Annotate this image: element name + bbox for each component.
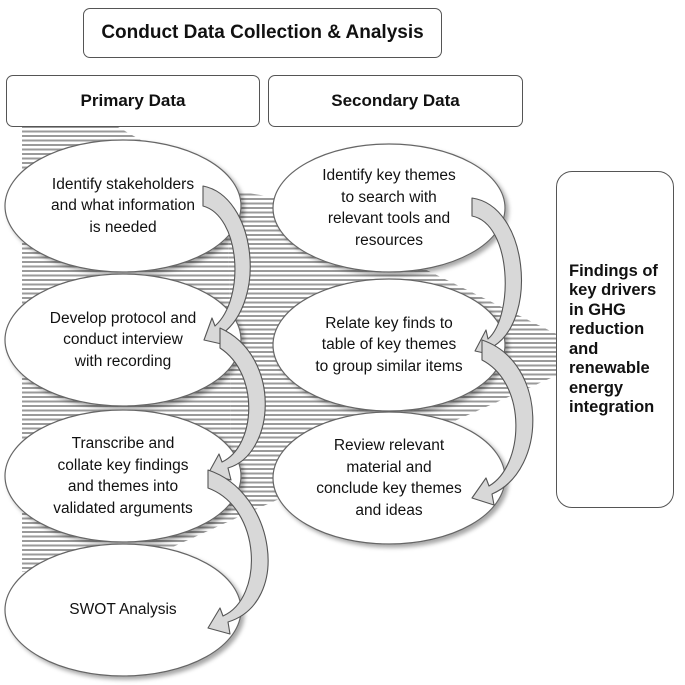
primary-step-2-label: Develop protocol and conduct interview w… — [49, 309, 197, 370]
secondary-data-header: Secondary Data — [268, 75, 523, 127]
primary-step-3-shape — [4, 409, 242, 543]
secondary-step-1: Identify key themes to search with relev… — [284, 154, 494, 262]
primary-step-3: Transcribe and collate key findings and … — [18, 422, 228, 530]
primary-step-1-label: Identify stakeholders and what informati… — [51, 175, 195, 236]
secondary-step-1-label: Identify key themes to search with relev… — [322, 167, 456, 249]
primary-step-3-label: Transcribe and collate key findings and … — [53, 435, 193, 517]
primary-step-2: Develop protocol and conduct interview w… — [18, 286, 228, 394]
secondary-step-2: Relate key finds to table of key themes … — [284, 291, 494, 399]
primary-step-4-label: SWOT Analysis — [69, 601, 177, 619]
arrow-secondary-2-to-3 — [471, 339, 534, 506]
page-title: Conduct Data Collection & Analysis — [83, 8, 442, 58]
primary-step-1-shape — [4, 139, 242, 273]
arrow-primary-1-to-2 — [202, 185, 251, 346]
secondary-step-3-label: Review relevant material and conclude ke… — [316, 437, 462, 519]
arrow-primary-3-to-4 — [207, 469, 269, 635]
primary-data-header: Primary Data — [6, 75, 260, 127]
secondary-step-3: Review relevant material and conclude ke… — [284, 424, 494, 532]
secondary-step-1-shape — [272, 143, 506, 273]
secondary-step-2-label: Relate key finds to table of key themes … — [315, 314, 463, 375]
findings-box: Findings of key drivers in GHG reduction… — [556, 171, 674, 508]
findings-label: Findings of key drivers in GHG reduction… — [569, 261, 658, 417]
primary-step-2-shape — [4, 273, 242, 407]
secondary-step-2-shape — [272, 278, 506, 412]
primary-step-1: Identify stakeholders and what informati… — [18, 152, 228, 260]
primary-step-4: SWOT Analysis — [18, 556, 228, 664]
